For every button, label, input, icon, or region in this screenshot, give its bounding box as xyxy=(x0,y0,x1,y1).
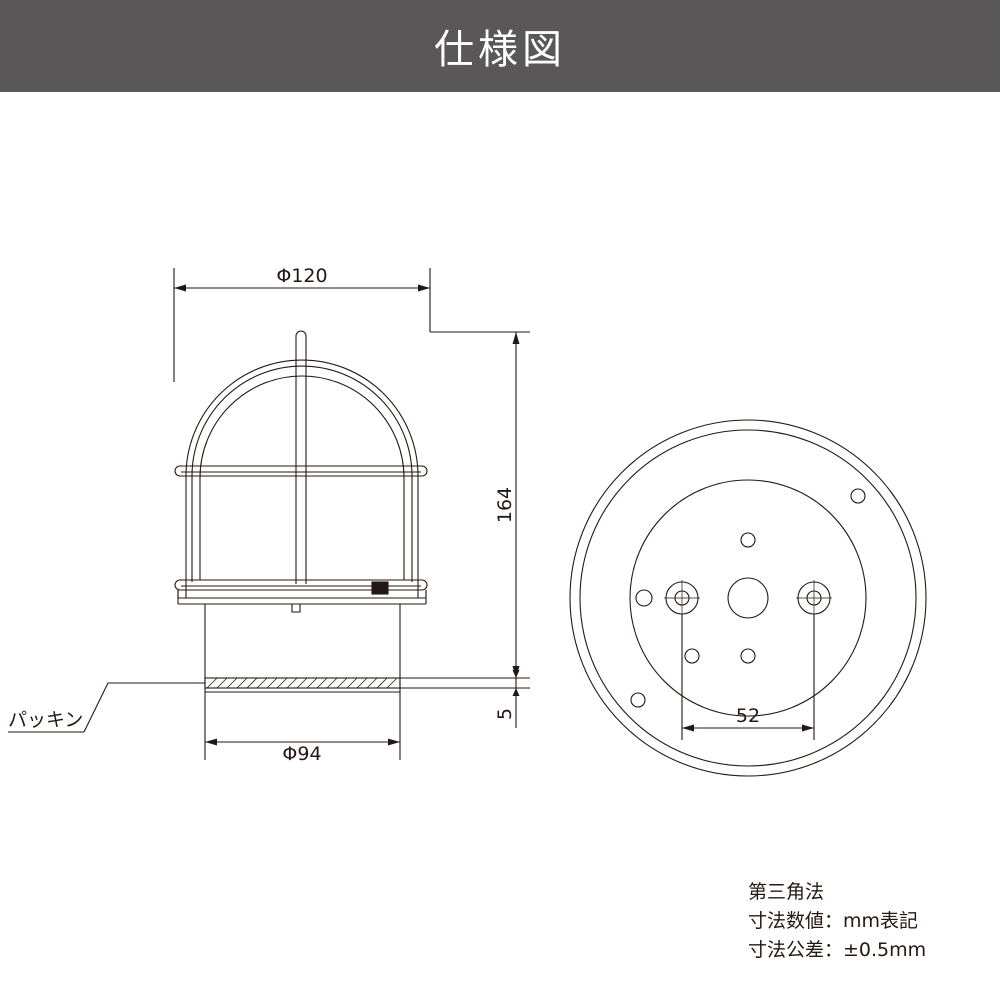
dimension-thickness xyxy=(399,670,530,728)
page-title: 仕様図 xyxy=(434,27,566,73)
drawing-canvas: Φ120 Φ94 164 5 パッキン 52 xyxy=(0,92,1000,1000)
label-height: 164 xyxy=(494,487,516,523)
dimension-bolt-spacing xyxy=(681,614,815,740)
lamp-neck xyxy=(204,604,401,693)
drawing-notes: 第三角法 寸法数値：mm表記 寸法公差：±0.5mm xyxy=(748,878,926,965)
note-dimension-unit: 寸法数値：mm表記 xyxy=(748,910,919,932)
label-diameter-bottom: Φ94 xyxy=(282,743,321,765)
label-thickness: 5 xyxy=(494,708,516,720)
label-packing: パッキン xyxy=(8,709,83,731)
leader-packing xyxy=(8,682,205,733)
lamp-base xyxy=(177,581,427,613)
note-projection-method: 第三角法 xyxy=(748,881,825,903)
dimension-diameter-top xyxy=(173,268,431,382)
packing-hatch xyxy=(204,677,401,689)
dimension-diameter-bottom xyxy=(204,692,401,760)
page-header: 仕様図 xyxy=(0,0,1000,92)
lamp-cage xyxy=(174,330,428,598)
note-dimension-tolerance: 寸法公差：±0.5mm xyxy=(748,939,927,961)
label-diameter-top: Φ120 xyxy=(276,265,327,287)
technical-drawing: Φ120 Φ94 164 5 パッキン 52 xyxy=(8,265,927,777)
label-bolt-spacing: 52 xyxy=(736,705,760,727)
